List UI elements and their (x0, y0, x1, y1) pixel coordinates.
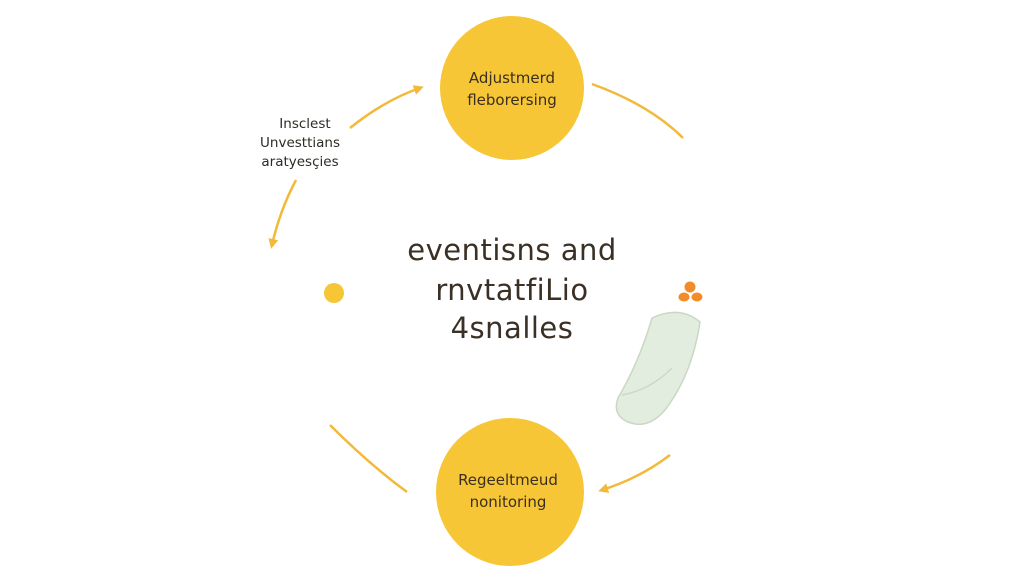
green-leaf-shape (615, 311, 701, 425)
arrow-right-to-bottom (598, 454, 671, 493)
side-label-line2: Unvesttians (260, 135, 340, 151)
side-label-line3: aratyesçies (261, 154, 338, 170)
arc-bottom-left (329, 424, 408, 494)
node-top-line1: Adjustmerd (469, 69, 555, 87)
side-label-line1: Insclest (279, 116, 330, 132)
orange-person-icon (678, 281, 703, 302)
node-bottom-line1: Regeeltmeud (458, 471, 558, 489)
node-bottom-line2: nonitoring (470, 493, 547, 511)
center-title-line2: rnvtatfiLio (435, 273, 588, 307)
yellow-dot (324, 283, 344, 303)
center-title-line3: 4snalles (451, 311, 574, 345)
arrow-left-down (268, 179, 298, 249)
node-top (440, 16, 584, 160)
center-title-line1: eventisns and (407, 233, 617, 267)
node-top-line2: fleborersing (467, 91, 557, 109)
node-bottom (436, 418, 584, 566)
arc-top-right (591, 82, 684, 139)
arrow-left-to-top (349, 85, 424, 129)
